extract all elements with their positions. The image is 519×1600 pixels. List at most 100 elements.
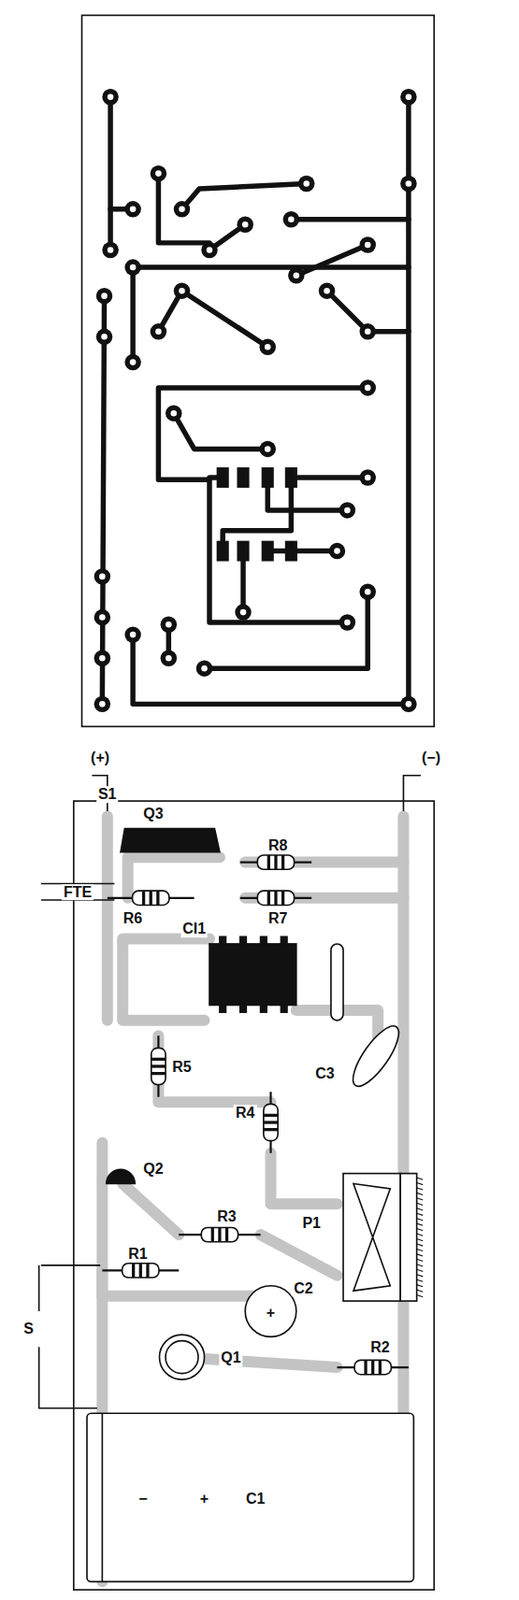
ic-pin — [219, 937, 227, 946]
sign-label: FTE — [61, 884, 94, 902]
solder-pad — [329, 543, 346, 560]
pad-hole — [201, 665, 208, 673]
ic-pin — [240, 937, 247, 946]
solder-pad — [173, 201, 190, 217]
color-band — [273, 855, 277, 870]
knurl-stroke — [417, 1259, 424, 1262]
ic-pads — [216, 467, 298, 562]
solder-pad — [124, 354, 141, 371]
capacitor-c1 — [86, 1413, 414, 1583]
bracket-lines — [39, 776, 421, 1410]
part-label: R7 — [266, 910, 289, 928]
part-label: Q2 — [141, 1161, 165, 1179]
solder-pad — [234, 604, 251, 620]
pad-hole — [364, 589, 372, 596]
part-label: R6 — [121, 910, 145, 928]
knurl-stroke — [417, 1265, 424, 1268]
solder-pad — [165, 404, 182, 421]
color-band — [211, 1227, 215, 1242]
pad-hole — [293, 273, 301, 280]
solder-pad — [298, 175, 315, 192]
pad-hole — [178, 206, 186, 214]
pad-hole — [364, 385, 372, 392]
color-band — [263, 1128, 278, 1132]
solder-pad — [150, 165, 167, 182]
resistor-symbol — [257, 855, 294, 870]
ic-pin — [240, 1004, 247, 1013]
knurl-stroke — [417, 1229, 424, 1232]
knurl-stroke — [417, 1290, 424, 1293]
pad-hole — [155, 170, 162, 177]
solder-pad — [360, 469, 376, 486]
solder-pad — [101, 242, 118, 259]
part-label: R4 — [233, 1105, 257, 1123]
solder-pad — [124, 201, 141, 217]
knurl-stroke — [417, 1269, 424, 1272]
capacitor-c2 — [245, 1286, 297, 1339]
ic-ci1 — [209, 944, 297, 1007]
pad-hole — [165, 621, 173, 629]
pad-hole — [107, 93, 115, 101]
sign-label: − — [136, 1491, 149, 1509]
pad-hole — [171, 410, 178, 418]
pcb-outline — [82, 14, 435, 727]
solder-pad — [259, 338, 276, 355]
solder-pad — [360, 323, 376, 340]
knurl-stroke — [417, 1275, 424, 1278]
knurl-stroke — [417, 1203, 424, 1206]
solder-pad — [236, 216, 253, 232]
pad-hole — [129, 264, 137, 272]
part-label: R8 — [266, 837, 289, 855]
solder-pad — [339, 614, 356, 631]
part-label: P1 — [300, 1215, 323, 1233]
solder-pad — [160, 650, 177, 667]
pad-hole — [129, 206, 137, 214]
trimmer-knob — [400, 1174, 417, 1302]
pad-hole — [405, 701, 413, 708]
knurl-stroke — [417, 1182, 424, 1185]
color-band — [145, 1264, 149, 1279]
pad-hole — [100, 333, 108, 341]
knurl-stroke — [417, 1209, 424, 1211]
solder-pads — [94, 88, 418, 713]
solder-pad — [400, 88, 417, 105]
resistor-symbol — [263, 1104, 278, 1141]
pcb-outline — [73, 801, 434, 1591]
knurl-stroke — [417, 1198, 424, 1201]
solder-pad — [96, 329, 113, 346]
solder-pad — [360, 584, 376, 601]
color-band — [149, 891, 153, 906]
solder-pad — [150, 323, 167, 340]
pad-hole — [178, 288, 186, 295]
pad-hole — [344, 507, 351, 515]
part-label: C2 — [291, 1281, 315, 1298]
pad-hole — [364, 242, 372, 249]
ic-pin — [280, 937, 288, 946]
resistor-symbol — [354, 1360, 391, 1375]
pad-hole — [302, 180, 310, 188]
solder-pad — [96, 288, 113, 304]
part-label: S1 — [96, 786, 119, 804]
solder-pad — [318, 282, 335, 299]
part-label: C3 — [313, 1066, 336, 1084]
sign-label: + — [198, 1491, 211, 1509]
resistor-symbol — [151, 1048, 166, 1085]
pad-hole — [264, 344, 272, 351]
knurl-stroke — [417, 1249, 424, 1252]
knurl-stroke — [417, 1285, 424, 1288]
color-band — [267, 855, 271, 870]
pad-hole — [129, 632, 137, 639]
color-band — [281, 855, 285, 870]
color-band — [267, 891, 271, 906]
sign-label: + — [264, 1305, 277, 1323]
knurl-stroke — [417, 1280, 424, 1283]
color-band — [156, 891, 159, 906]
knurl-stroke — [417, 1213, 424, 1216]
part-label: R3 — [215, 1209, 238, 1226]
part-label: Q1 — [218, 1350, 243, 1368]
solder-pad — [283, 211, 300, 228]
color-band — [131, 1264, 135, 1279]
part-label: R5 — [170, 1059, 193, 1077]
part-label: R1 — [126, 1246, 149, 1264]
color-band — [225, 1227, 229, 1242]
